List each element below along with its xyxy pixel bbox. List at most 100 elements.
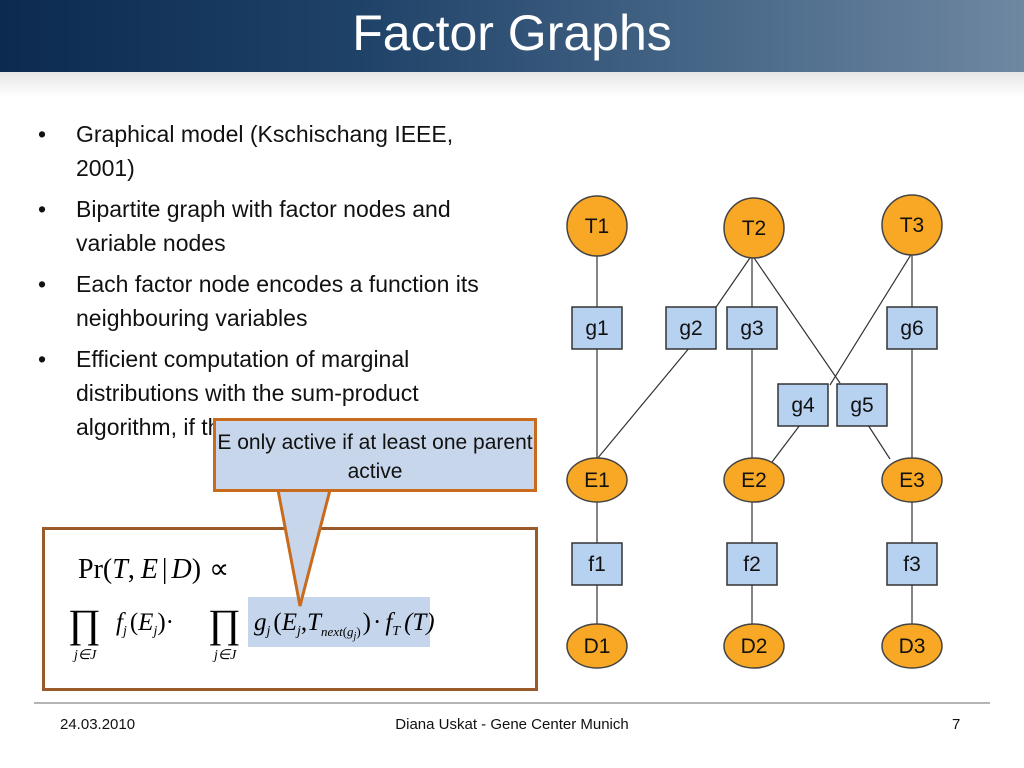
variable-node-D3: D3 (881, 623, 943, 669)
variable-label-D3: D3 (899, 635, 926, 658)
formula-next-close: ) (356, 624, 360, 639)
factor-node-g4: g4 (777, 383, 829, 427)
formula-E-1: E (137, 609, 153, 636)
bullet-text: Bipartite graph with factor nodes and va… (76, 196, 451, 256)
factor-node-shape (886, 542, 938, 586)
factor-label-f3: f3 (903, 553, 921, 576)
variable-label-T3: T3 (900, 214, 925, 237)
factor-label-f2: f2 (743, 553, 761, 576)
formula-line-1: Pr(T,E|D)∝ (78, 554, 229, 585)
graph-edges (596, 252, 913, 625)
edge-g2-E1 (596, 346, 691, 460)
factor-label-g1: g1 (585, 317, 608, 340)
factor-node-shape (836, 383, 888, 427)
formula-T-next: T (307, 609, 323, 636)
bullet-list: • Graphical model (Kschischang IEEE, 2001… (34, 117, 504, 451)
formula-E: E (140, 554, 158, 585)
variable-node-T3: T3 (881, 194, 943, 256)
formula-T: T (112, 554, 130, 585)
formula: Pr(T,E|D)∝ ∏ j∈J fj(Ej)· ∏ j∈J gj(Ej,Tne… (68, 554, 435, 663)
variable-label-T2: T2 (742, 217, 767, 240)
edge-T3-g4 (829, 252, 913, 386)
variable-node-E2: E2 (723, 457, 785, 503)
formula-close-1: ) (157, 609, 165, 636)
factor-node-shape (571, 306, 623, 350)
variable-node-shape (566, 457, 628, 503)
bullet-marker: • (38, 121, 47, 147)
factor-node-g3: g3 (726, 306, 778, 350)
formula-f: f (116, 609, 126, 636)
variable-node-shape (723, 197, 785, 259)
formula-next: next (321, 624, 343, 639)
factor-node-shape (571, 542, 623, 586)
formula-line-2-left: fj(Ej)· (116, 609, 174, 639)
bullet-marker: • (38, 196, 47, 222)
factor-node-f2: f2 (726, 542, 778, 586)
formula-cdot-1: · (166, 609, 174, 636)
factor-label-g3: g3 (740, 317, 763, 340)
variable-node-shape (881, 194, 943, 256)
formula-next-g: g (347, 624, 354, 639)
formula-fT-arg: (T) (404, 609, 435, 636)
formula-cdot-2: · (373, 609, 381, 636)
factor-node-g5: g5 (836, 383, 888, 427)
formula-E-2: E (281, 609, 297, 636)
bullet-text: Each factor node encodes a function its … (76, 271, 479, 331)
formula-g-sub-j: j (265, 624, 271, 639)
formula-open-1: ( (130, 609, 138, 636)
footer-divider (34, 702, 990, 704)
factor-node-g2: g2 (665, 306, 717, 350)
variable-label-E1: E1 (584, 469, 610, 492)
formula-highlight (248, 597, 430, 647)
factor-node-shape (726, 542, 778, 586)
edge-g5-E3 (867, 424, 891, 460)
variable-node-shape (723, 457, 785, 503)
edge-T2-g2 (711, 254, 753, 314)
formula-D: D (171, 554, 192, 585)
bullet-item: • Graphical model (Kschischang IEEE, 2001… (34, 117, 504, 185)
variable-node-shape (881, 623, 943, 669)
formula-next-j: j (352, 631, 357, 642)
edge-T2-g5 (751, 254, 841, 384)
variable-node-shape (566, 623, 628, 669)
product-symbol-2: ∏ (208, 601, 241, 646)
variable-node-E1: E1 (566, 457, 628, 503)
factor-label-g5: g5 (850, 394, 873, 417)
factor-node-g6: g6 (886, 306, 938, 350)
title-shadow (0, 72, 1024, 98)
bullet-text: Graphical model (Kschischang IEEE, 2001) (76, 121, 454, 181)
factor-label-f1: f1 (588, 553, 606, 576)
product-subscript-2: j∈J (212, 648, 237, 663)
variable-node-shape (566, 195, 628, 257)
callout-pointer (276, 488, 332, 607)
factor-node-g1: g1 (571, 306, 623, 350)
variable-node-D2: D2 (723, 623, 785, 669)
slide-title: Factor Graphs (352, 5, 672, 61)
product-subscript-1: j∈J (72, 648, 97, 663)
factor-node-shape (665, 306, 717, 350)
variable-label-E2: E2 (741, 469, 767, 492)
variable-node-E3: E3 (881, 457, 943, 503)
footer-author: Diana Uskat - Gene Center Munich (395, 716, 629, 733)
formula-f-sub-j: j (121, 624, 127, 639)
factor-node-f1: f1 (571, 542, 623, 586)
formula-close-2: ) (363, 609, 371, 636)
factor-node-shape (777, 383, 829, 427)
formula-close: ) (192, 554, 201, 585)
formula-fT-sub: T (392, 624, 401, 639)
factor-node-shape (886, 306, 938, 350)
formula-open-2: ( (273, 609, 281, 636)
variable-label-E3: E3 (899, 469, 925, 492)
bullet-item: • Bipartite graph with factor nodes and v… (34, 192, 504, 260)
variable-label-T1: T1 (585, 215, 610, 238)
title-bar: Factor Graphs (0, 0, 1024, 72)
formula-g: g (254, 609, 267, 636)
bullet-marker: • (38, 271, 47, 297)
footer-date: 24.03.2010 (60, 716, 136, 733)
formula-comma-2: , (301, 609, 307, 636)
factor-label-g2: g2 (679, 317, 702, 340)
edge-g4-E2 (771, 424, 801, 463)
formula-next-open: ( (343, 624, 347, 639)
formula-pr: Pr( (78, 554, 112, 585)
